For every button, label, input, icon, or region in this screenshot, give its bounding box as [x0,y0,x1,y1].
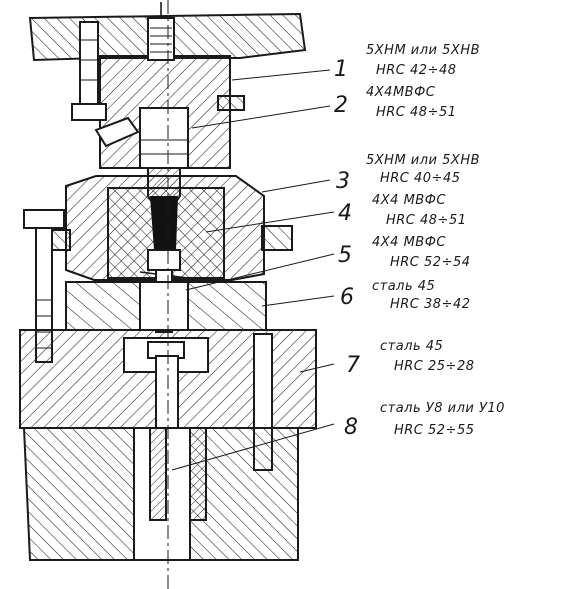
callout-hardness: HRC 48÷51 [376,105,457,120]
punch-part-2 [139,107,189,169]
callout-number: 5 [338,243,352,268]
callout-7: 7 сталь 45 HRC 25÷28 [346,339,475,378]
callout-8: 8 сталь У8 или У10 HRC 52÷55 [344,401,505,440]
callout-hardness: HRC 52÷54 [390,255,471,270]
callout-hardness: HRC 25÷28 [394,359,475,374]
callout-material: 4Х4 МВФС [372,193,446,208]
callout-hardness: HRC 42÷48 [376,63,457,78]
ejector-part-5 [147,249,181,271]
callout-material: 5ХНМ или 5ХНВ [366,43,480,58]
callout-number: 8 [344,415,358,440]
callout-material: сталь У8 или У10 [380,401,505,416]
callout-6: 6 сталь 45 HRC 38÷42 [340,279,471,312]
top-stem [147,17,175,61]
callout-material: 5ХНМ или 5ХНВ [366,153,480,168]
callout-2: 2 4Х4МВФС HRC 48÷51 [334,85,457,120]
callout-hardness: HRC 38÷42 [390,297,471,312]
callout-hardness: HRC 40÷45 [380,171,461,186]
callout-material: 4Х4 МВФС [372,235,446,250]
callout-number: 6 [340,285,354,310]
callout-number: 1 [334,57,348,82]
callout-hardness: HRC 52÷55 [394,423,475,438]
callout-number: 4 [338,201,352,226]
callout-5: 5 4Х4 МВФС HRC 52÷54 [338,235,471,270]
callout-number: 2 [334,93,348,118]
callout-material: 4Х4МВФС [366,85,436,100]
callout-number: 3 [336,169,350,194]
leader-lines [171,69,335,471]
punch-holder-neck [217,95,245,111]
callout-material: сталь 45 [380,339,443,354]
callout-1: 1 5ХНМ или 5ХНВ HRC 42÷48 [334,43,480,82]
callout-number: 7 [346,353,360,378]
upper-guide-pin [79,21,99,115]
callout-hardness: HRC 48÷51 [386,213,467,228]
callout-3: 3 5ХНМ или 5ХНВ HRC 40÷45 [336,153,480,194]
callout-material: сталь 45 [372,279,435,294]
callout-4: 4 4Х4 МВФС HRC 48÷51 [338,193,467,228]
workpiece-blank [150,196,178,250]
